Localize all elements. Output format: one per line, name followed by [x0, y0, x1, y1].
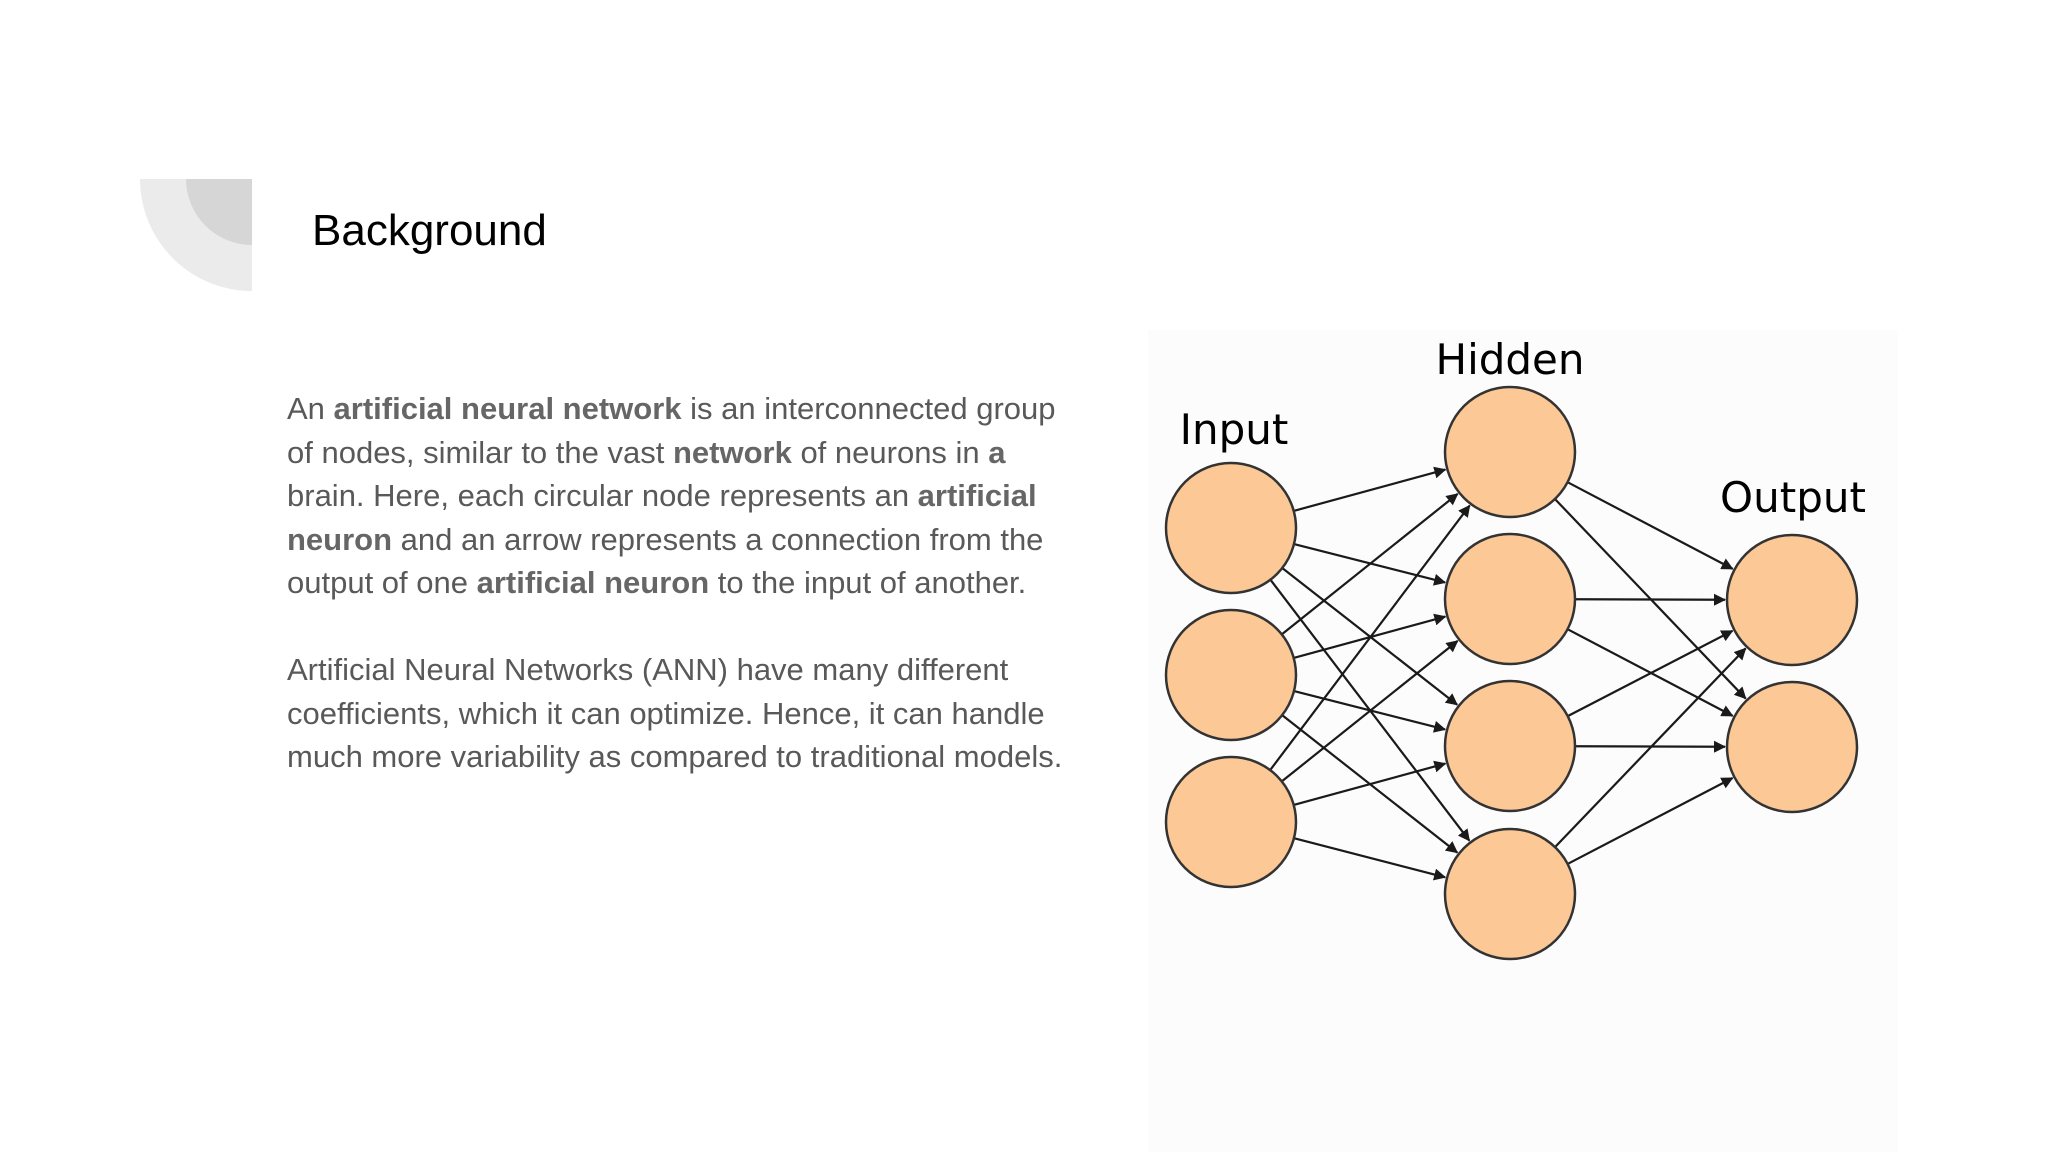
layer-label-hidden: Hidden — [1435, 335, 1584, 384]
hidden-node — [1443, 385, 1577, 519]
connection-arrow — [1574, 593, 1727, 606]
neural-network-diagram: Input Hidden Output — [1148, 330, 1898, 1152]
input-node — [1164, 461, 1298, 595]
corner-decoration — [140, 179, 252, 291]
paragraph-1-text: of neurons in — [791, 434, 989, 470]
paragraph-1-bold: artificial neural network — [333, 391, 682, 426]
paragraph-1-bold: artificial neuron — [287, 478, 1037, 557]
hidden-node — [1443, 679, 1577, 813]
connection-arrow — [1293, 837, 1447, 881]
connection-arrow — [1567, 481, 1734, 570]
paragraph-2: Artificial Neural Networks (ANN) have ma… — [287, 652, 1063, 774]
hidden-node — [1443, 827, 1577, 961]
paragraph-1-bold: network — [672, 434, 792, 470]
paragraph-1-text: is an interconnected group of nodes, sim… — [287, 391, 1056, 470]
output-node — [1725, 680, 1859, 814]
paragraph-1-bold: a — [988, 434, 1006, 470]
output-node — [1725, 533, 1859, 667]
paragraph-1-text: An — [287, 391, 334, 426]
connection-arrow — [1567, 776, 1734, 865]
slide-title: Background — [312, 206, 547, 255]
neural-network-svg: Input Hidden Output — [1164, 335, 1866, 961]
connection-arrow — [1567, 629, 1734, 718]
slide-body: An artificial neural network is an inter… — [287, 387, 1077, 822]
paragraph-1-bold: artificial neuron — [476, 565, 710, 600]
paragraph-1-text: brain. Here, each circular node represen… — [287, 478, 918, 513]
hidden-node — [1443, 532, 1577, 666]
layer-label-output: Output — [1720, 473, 1866, 522]
connection-arrow — [1281, 492, 1459, 636]
input-node — [1164, 608, 1298, 742]
layer-label-input: Input — [1180, 405, 1289, 454]
connection-arrow — [1293, 466, 1447, 512]
connection-arrow — [1554, 647, 1747, 848]
paragraph-1: An artificial neural network is an inter… — [287, 387, 1077, 605]
paragraph-1-text: and an arrow represents a connection fro… — [287, 521, 1044, 601]
connection-arrow — [1293, 760, 1447, 806]
connection-arrow — [1281, 639, 1459, 783]
input-node — [1164, 755, 1298, 889]
connection-arrow — [1269, 504, 1471, 771]
paragraph-1-text: to the input of another. — [709, 565, 1027, 600]
